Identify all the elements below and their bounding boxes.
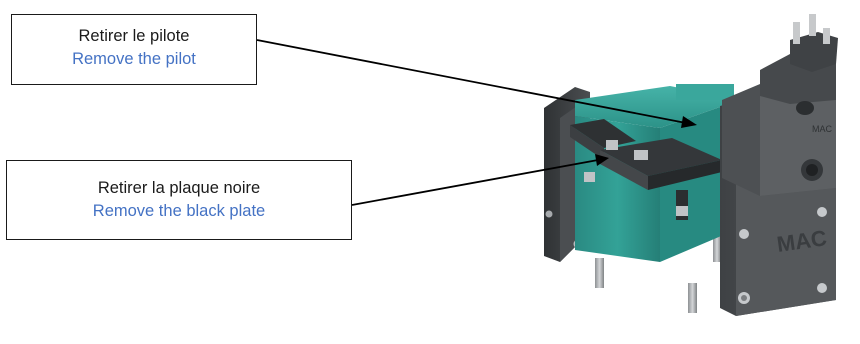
pilot-connector: MAC (722, 14, 838, 196)
callout-text-english: Remove the black plate (92, 202, 266, 220)
callout-text-french: Retirer le pilote (78, 27, 190, 45)
mounting-stud (595, 236, 721, 313)
black-plate (570, 119, 722, 220)
callout-text-english: Remove the pilot (72, 50, 196, 68)
callout-remove-pilot: Retirer le pilote Remove the pilot (11, 14, 257, 85)
callout-remove-black-plate: Retirer la plaque noire Remove the black… (6, 160, 352, 240)
callout-text-french: Retirer la plaque noire (97, 179, 261, 197)
leader-arrow (256, 39, 697, 206)
svg-text:MAC: MAC (812, 124, 833, 134)
